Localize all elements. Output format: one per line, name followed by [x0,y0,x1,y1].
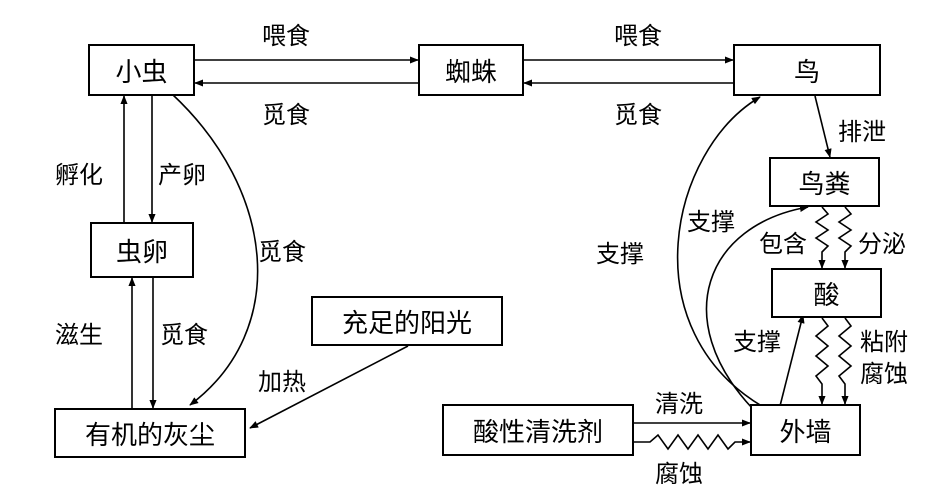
label-forage-egg-dust: 觅食 [160,321,208,349]
label-lay-eggs: 产卵 [158,161,206,189]
label-support-left: 支撑 [596,240,644,268]
edge-support-acid [779,314,805,407]
edge-contain [814,206,830,269]
node-spider: 蜘蛛 [418,44,524,96]
label-breed: 滋生 [55,321,103,349]
label-heat: 加热 [258,368,306,396]
label-hatch: 孵化 [55,161,103,189]
label-excrete: 排泄 [838,118,886,146]
label-forage-spider-insect: 觅食 [262,101,310,129]
node-sunlight: 充足的阳光 [311,296,503,346]
edge-support-droppings [705,204,809,409]
edge-forage-insect-dust [171,93,259,406]
label-support-small: 支撑 [733,328,781,356]
edge-corrode-acid [837,317,853,405]
node-egg: 虫卵 [90,222,194,278]
node-acid: 酸 [771,268,882,318]
label-forage-bird-spider: 觅食 [614,101,662,129]
node-wall: 外墙 [750,404,861,456]
label-secrete: 分泌 [858,230,906,258]
node-bird: 鸟 [733,44,881,96]
label-feed-spider-bird: 喂食 [614,22,662,50]
label-wash: 清洗 [655,390,703,418]
edge-excrete [814,95,832,158]
label-contain: 包含 [759,230,807,258]
node-insect: 小虫 [88,44,195,96]
label-support-mid: 支撑 [687,208,735,236]
edge-secrete [837,206,853,269]
label-corrode-acid: 腐蚀 [860,360,908,388]
edge-heat [249,345,409,429]
label-feed-insect-spider: 喂食 [262,22,310,50]
node-droppings: 鸟粪 [769,157,880,207]
node-cleaner: 酸性清洗剂 [442,404,634,456]
edge-corrode-cleaner [634,433,751,451]
node-dust: 有机的灰尘 [54,408,246,458]
label-corrode-cleaner: 腐蚀 [655,460,703,488]
label-adhere: 粘附 [860,328,908,356]
label-forage-insect-dust: 觅食 [258,238,306,266]
edge-adhere [814,317,830,405]
edge-support-bird [676,96,766,409]
